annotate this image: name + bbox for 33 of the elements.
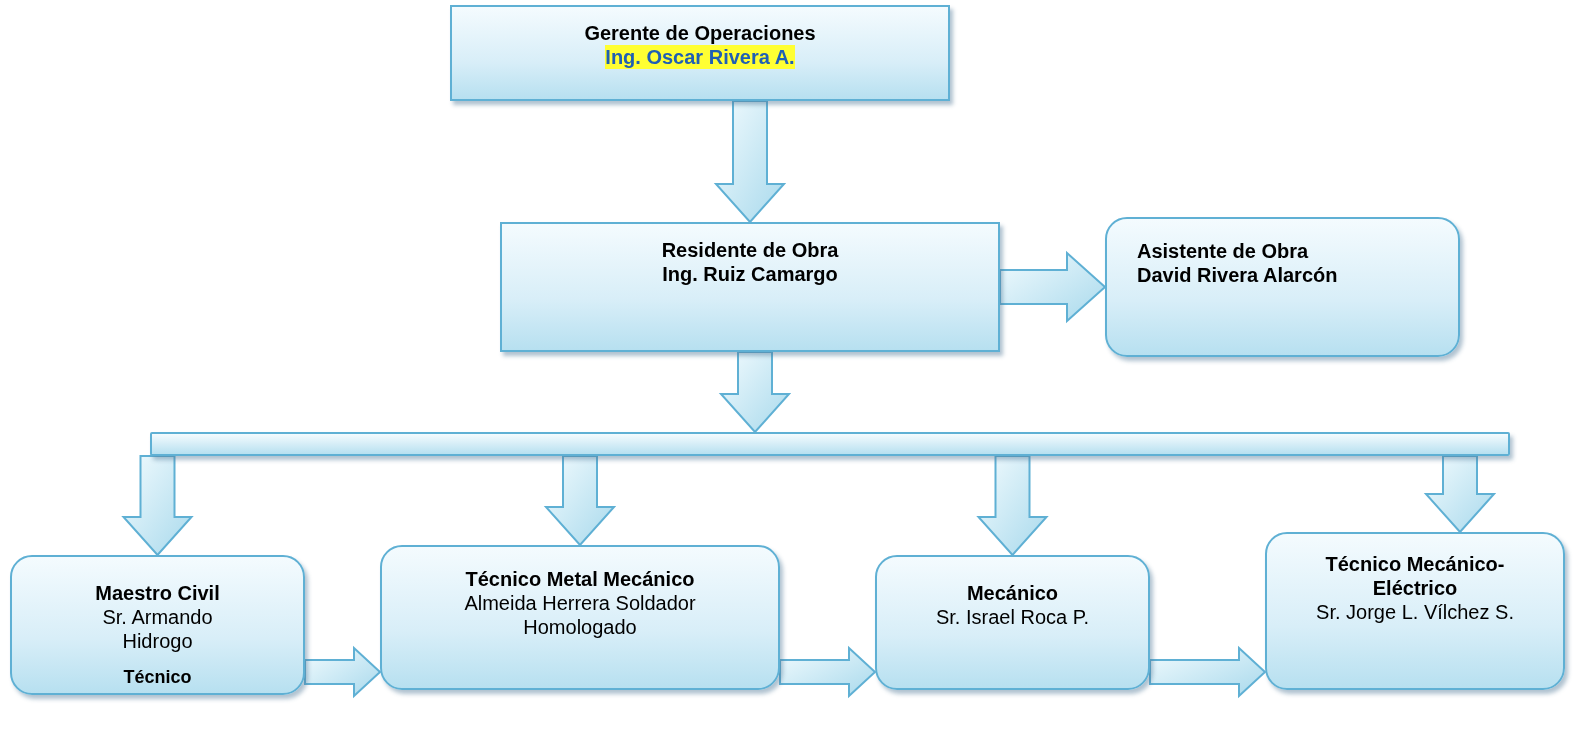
org-box [450,5,950,101]
block-arrow [999,250,1107,324]
person-details: Almeida Herrera Soldador Homologado [463,591,697,639]
block-arrow [121,455,194,557]
block-arrow [779,645,877,699]
connector-bar [150,432,1510,456]
block-arrow [713,100,787,224]
org-box [1105,217,1460,357]
person-name: David Rivera Alarcón [1137,263,1338,287]
role-title: Maestro Civil [95,581,220,605]
person-name: Ing. Ruiz Camargo [662,262,838,286]
block-arrow [304,645,382,699]
block-arrow [976,455,1049,557]
role-title: Técnico Metal Mecánico [465,567,695,591]
org-box [380,545,780,690]
person-name: Ing. Oscar Rivera A. [605,45,795,69]
org-box [500,222,1000,352]
role-subtitle: Técnico [123,667,192,689]
org-box [1265,532,1565,690]
person-name: Sr. Israel Roca P. [935,605,1089,629]
block-arrow [1149,645,1267,699]
org-box [10,555,305,695]
org-box [875,555,1150,690]
role-title: Mecánico [966,581,1059,605]
role-title: Residente de Obra [661,238,839,262]
block-arrow [543,455,617,547]
person-name: Sr. Jorge L. Vílchez S. [1316,600,1514,624]
role-title: Asistente de Obra [1137,239,1309,263]
role-title: Gerente de Operaciones [584,21,816,45]
block-arrow [718,351,792,434]
role-title: Técnico Mecánico-Eléctrico [1324,552,1506,600]
person-name: Sr. Armando Hidrogo [101,605,214,653]
block-arrow [1423,455,1497,534]
